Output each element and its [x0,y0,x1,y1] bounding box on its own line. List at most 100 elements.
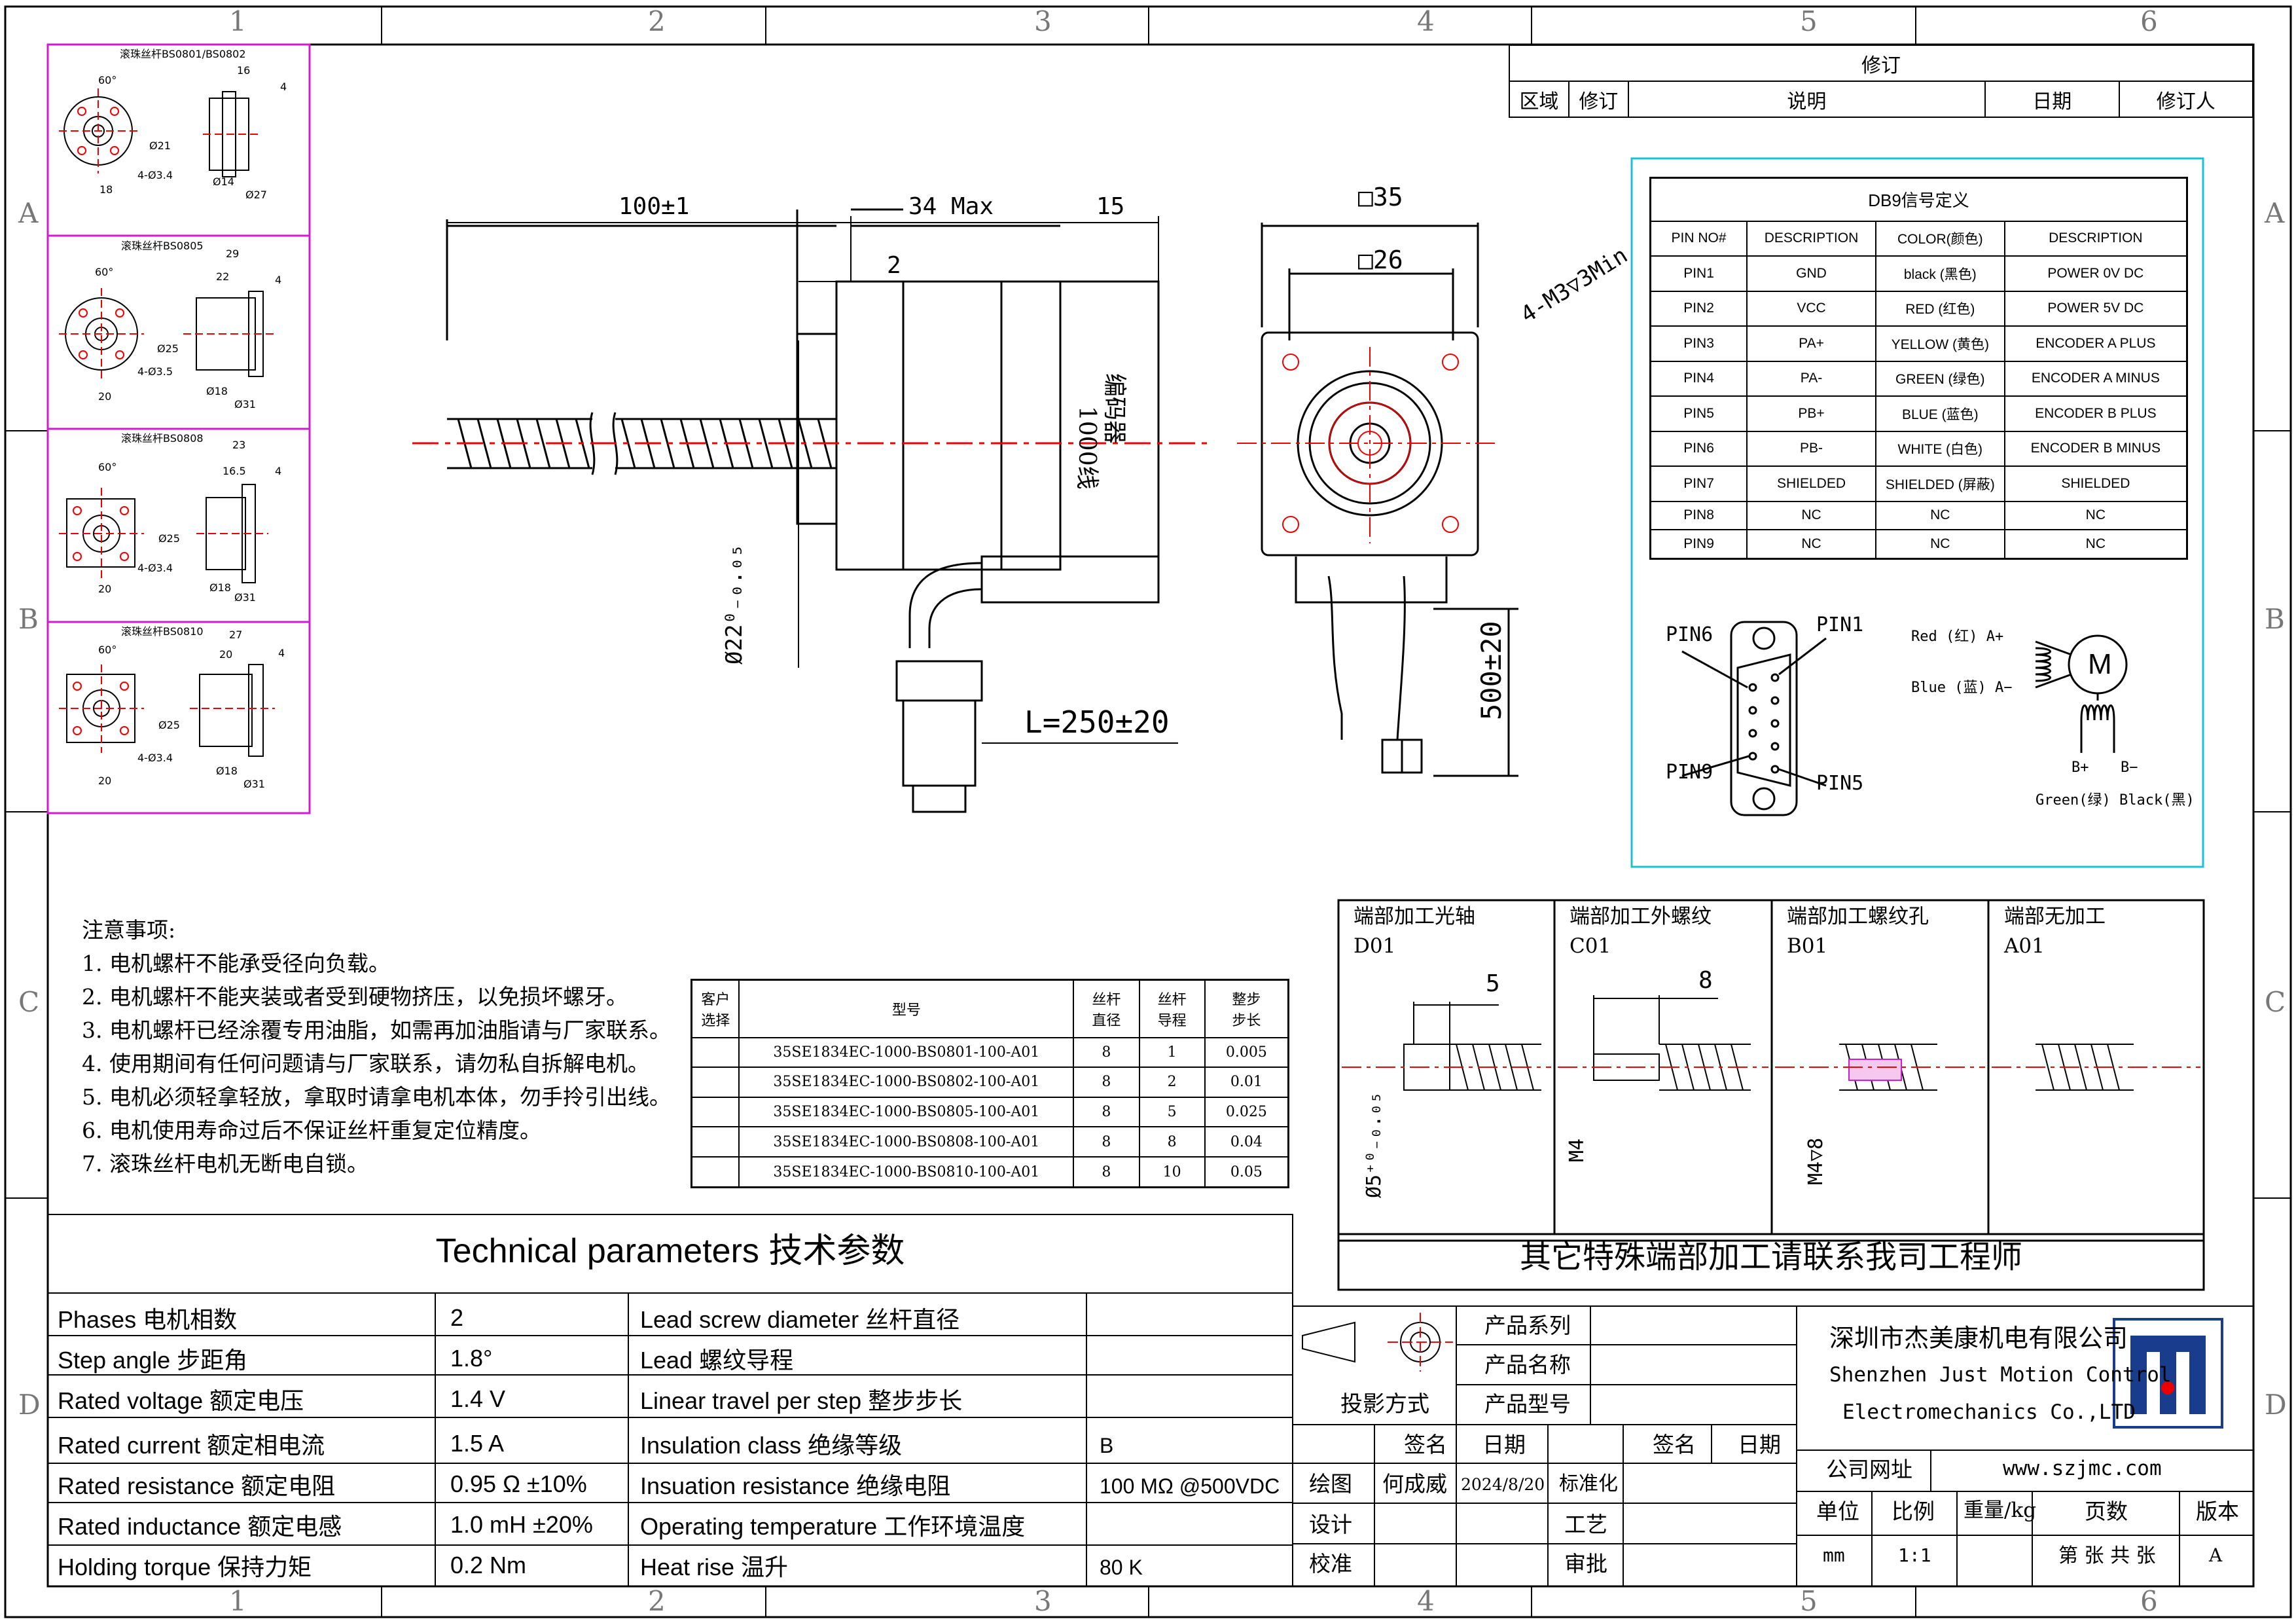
col-label: 3 [1034,1585,1052,1617]
notes: 注意事项: 1. 电机螺杆不能承受径向负载。 2. 电机螺杆不能夹装或者受到硬物… [82,913,671,1180]
tech-param-value: 100 MΩ @500VDC [1100,1474,1280,1498]
screw-dim: Ø18 [206,385,228,397]
product-model-label: 产品型号 [1484,1391,1571,1417]
db9-cell: NC [1874,529,2005,560]
db9-table: DB9信号定义 PIN NO# DESCRIPTION COLOR(颜色) DE… [1649,177,2188,560]
row-label: C [2265,986,2286,1018]
db9-cell: SHIELDED (屏蔽) [1874,465,2005,502]
screw-dim: 4 [275,465,282,477]
tech-param-name: Lead screw diameter 丝杆直径 [640,1306,960,1333]
tech-param-name: Lead 螺纹导程 [640,1347,794,1374]
col-label: 1 [229,1585,247,1617]
db9-cell: WHITE (白色) [1874,430,2005,467]
revision-header: 区域 [1509,81,1570,118]
tech-param-name: Operating temperature 工作环境温度 [640,1513,1026,1540]
screw-dim: 60° [98,74,117,86]
model-cell: 35SE1834EC-1000-BS0801-100-A01 [738,1036,1075,1068]
model-cell: 35SE1834EC-1000-BS0805-100-A01 [738,1096,1075,1128]
pin-label: PIN6 [1666,623,1713,646]
model-cell: 0.04 [1204,1126,1289,1158]
screw-dim: 16.5 [223,465,246,477]
projection-label: 投影方式 [1340,1391,1429,1417]
motor-wire-label: Blue (蓝) A− [1911,680,2013,696]
dim-body: 34 Max [908,193,994,220]
model-cell: 8 [1073,1036,1140,1068]
tech-param-name: Holding torque 保持力矩 [58,1554,312,1580]
motor-wire-label: B− [2121,759,2138,776]
screw-dim: Ø21 [149,139,171,152]
tech-param-name: Rated inductance 额定电感 [58,1513,342,1540]
tech-title: Technical parameters 技术参数 [435,1232,905,1270]
model-cell: 5 [1138,1096,1206,1128]
col-label: 4 [1417,5,1435,37]
db9-cell: POWER 5V DC [2003,290,2188,327]
model-header: 整步 步长 [1204,979,1289,1038]
end-title: 端部加工光轴 [1354,905,1475,928]
db9-cell: ENCODER B MINUS [2003,430,2188,467]
tech-param-value [1100,1300,1280,1340]
model-cell: 0.01 [1204,1067,1289,1098]
db9-cell: NC [2003,529,2188,560]
note-item: 5. 电机必须轻拿轻放，拿取时请拿电机本体，勿手拎引出线。 [82,1084,671,1110]
row-label: D [18,1389,41,1421]
company-website[interactable]: www.szjmc.com [2003,1457,2162,1480]
model-cell: 8 [1073,1156,1140,1188]
note-item: 2. 电机螺杆不能夹装或者受到硬物挤压，以免损坏螺牙。 [82,984,628,1010]
note-item: 6. 电机使用寿命过后不保证丝杆重复定位精度。 [82,1118,541,1143]
col-label: 5 [1800,5,1818,37]
screw-dim: 60° [95,266,114,278]
company-logo-icon [2113,1318,2223,1429]
revision-title: 修订 [1509,45,2253,82]
tech-param-value: 80 K [1100,1556,1143,1579]
model-select[interactable] [691,1126,740,1158]
db9-cell: ENCODER A PLUS [2003,325,2188,362]
model-select[interactable] [691,1156,740,1188]
tech-param-name: Heat rise 温升 [640,1554,789,1580]
tech-col-value2: B 100 MΩ @500VDC 80 K [1100,1300,1280,1588]
encoder-label: 编码器 [1101,373,1128,445]
model-cell: 1 [1138,1036,1206,1068]
weight-label: 重量/kg [1964,1499,2037,1522]
db9-cell: PIN3 [1649,325,1748,362]
db9-cell: NC [1874,500,2005,531]
tech-param-value [1100,1340,1280,1381]
end-code: D01 [1354,934,1396,958]
screw-dim: 60° [98,461,117,473]
model-select[interactable] [691,1036,740,1068]
screw-dim: 22 [216,270,230,283]
screw-dim: 60° [98,644,117,656]
revision-header: 修订人 [2118,81,2253,118]
dim-flange: 2 [887,252,901,279]
col-label: 6 [2140,5,2158,37]
db9-cell: PIN9 [1649,529,1748,560]
row-label: A [2265,197,2285,229]
note-item: 7. 滚珠丝杆电机无断电自锁。 [82,1151,368,1176]
cable-length: L=250±20 [1024,704,1170,740]
revision-header: 说明 [1627,81,1986,118]
screw-title: 滚珠丝杆BS0801/BS0802 [120,48,246,60]
db9-cell: PA+ [1746,325,1876,362]
tech-col-name: Phases 电机相数 Step angle 步距角 Rated voltage… [58,1300,342,1588]
company-name-en: Shenzhen Just Motion Control [1829,1363,2172,1387]
sign-label: 签名 [1404,1432,1447,1457]
db9-cell: BLUE (蓝色) [1874,395,2005,432]
col-label: 3 [1034,5,1052,37]
model-select[interactable] [691,1067,740,1098]
screw-dim: Ø27 [245,189,267,201]
tech-param-name: Step angle 步距角 [58,1347,248,1374]
screw-dim: 4-Ø3.4 [137,562,173,574]
dim-length: 100±1 [619,193,690,220]
screw-dim: 4-Ø3.4 [137,169,173,181]
model-select[interactable] [691,1096,740,1128]
db9-cell: PIN1 [1649,255,1748,292]
db9-header: DESCRIPTION [2003,220,2188,257]
screw-dim: 20 [219,648,233,661]
db9-cell: PIN4 [1649,360,1748,397]
scale-value: 1:1 [1898,1544,1931,1566]
tech-param-name: Insulation class 绝缘等级 [640,1432,903,1459]
version-value: A [2209,1544,2223,1566]
tech-col-value: 2 1.8° 1.4 V 1.5 A 0.95 Ω ±10% 1.0 mH ±2… [450,1298,593,1586]
notes-title: 注意事项: [82,917,176,943]
revision-header: 修订 [1568,81,1629,118]
